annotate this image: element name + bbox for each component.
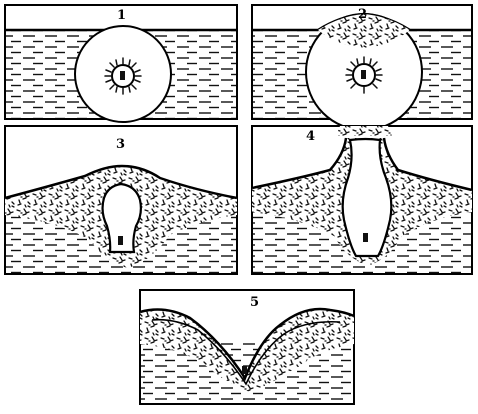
panel-2: 2 xyxy=(252,5,472,130)
charge-marker xyxy=(242,366,247,374)
panel-2-label: 2 xyxy=(358,7,367,22)
panel-4-label: 4 xyxy=(306,129,315,144)
charge-marker xyxy=(363,233,368,242)
blowout-plume xyxy=(336,126,392,136)
panel-5-label: 5 xyxy=(250,295,259,310)
gas-bubble xyxy=(105,58,141,94)
panel-1: 1 xyxy=(5,5,237,122)
gas-bubble xyxy=(346,57,382,93)
panel-3: 3 xyxy=(5,126,237,274)
panel-1-label: 1 xyxy=(117,8,126,23)
charge-marker xyxy=(118,236,123,245)
panel-5: 5 xyxy=(140,290,354,404)
panel-3-label: 3 xyxy=(116,137,125,152)
panel-4: 4 xyxy=(252,126,472,274)
